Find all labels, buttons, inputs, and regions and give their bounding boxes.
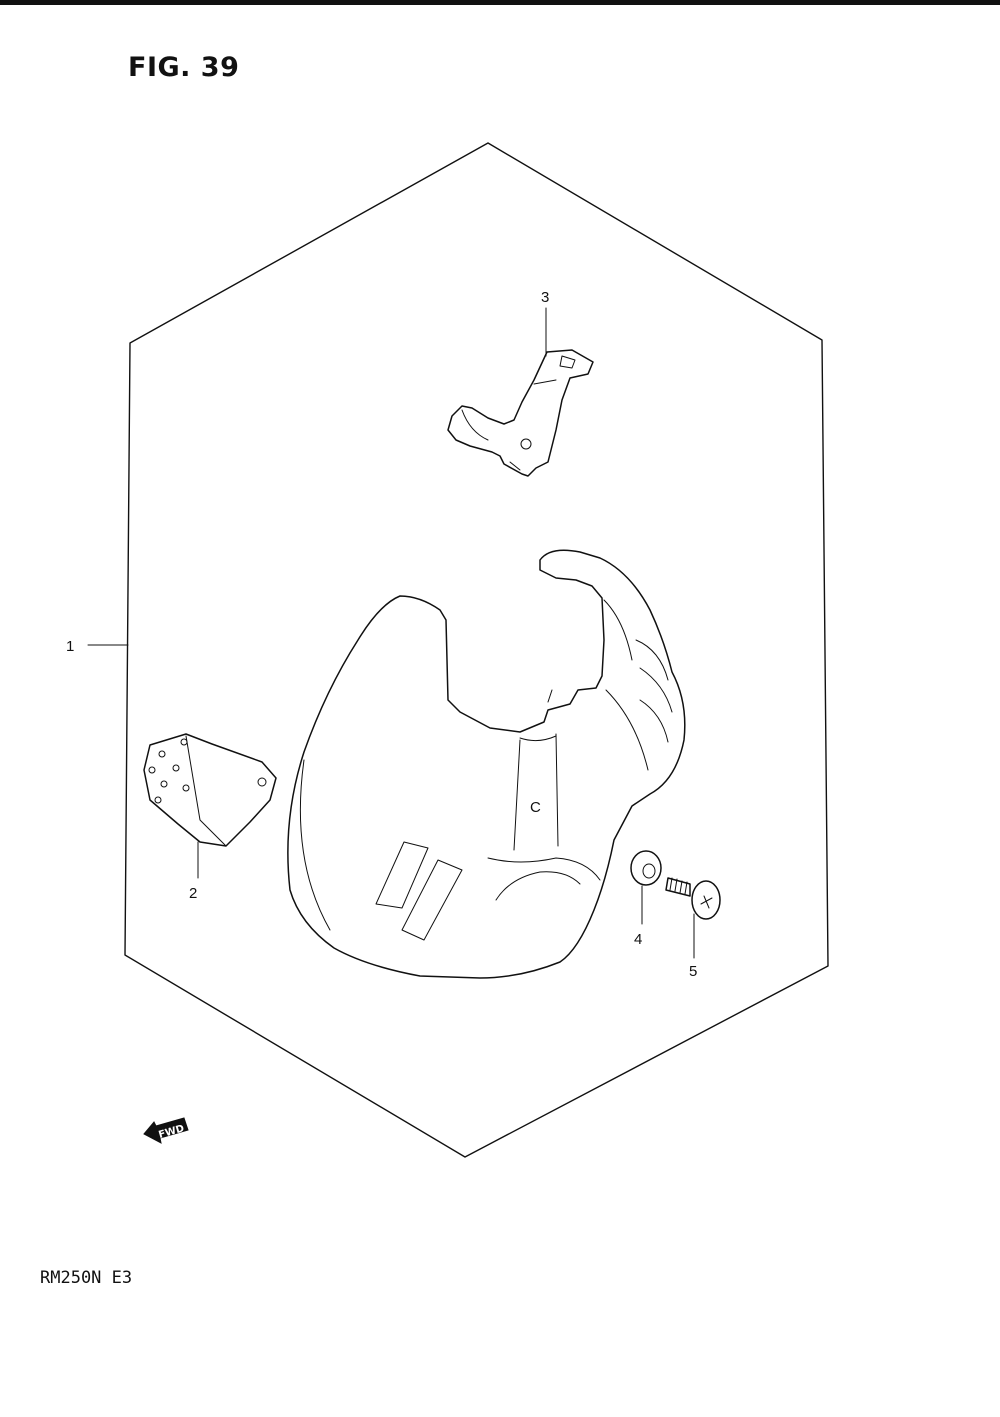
fwd-arrow-icon: FWD <box>143 1117 189 1144</box>
part-4-washer[interactable] <box>630 850 662 886</box>
figure-title: FIG. 39 <box>128 52 240 83</box>
part-3-bracket[interactable] <box>447 349 594 477</box>
assembly-group-outline <box>124 142 829 1158</box>
callout-1: 1 <box>66 638 74 655</box>
callout-3: 3 <box>541 289 549 306</box>
part-5-screw[interactable] <box>665 877 721 920</box>
top-border-line <box>0 0 1000 5</box>
part-2-plate[interactable] <box>143 733 277 847</box>
part-1-cover[interactable]: C <box>287 549 686 979</box>
cover-molded-mark: C <box>530 799 541 816</box>
callout-5: 5 <box>689 963 697 980</box>
callout-4: 4 <box>634 931 642 948</box>
model-code: RM250N E3 <box>40 1268 133 1288</box>
callout-2: 2 <box>189 885 197 902</box>
